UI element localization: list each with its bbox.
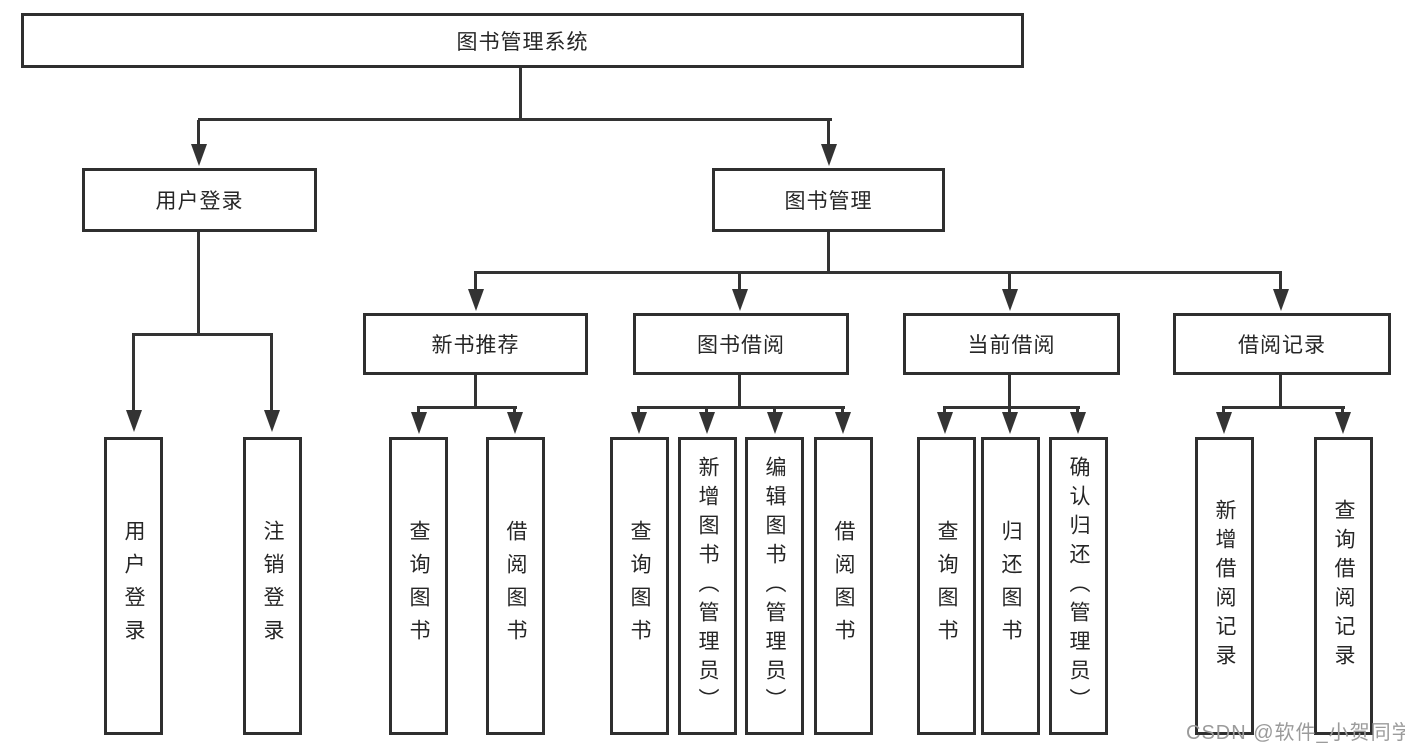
leaf-query-books-recommend-label: 查询图书	[407, 520, 430, 652]
leaf-return-book-label: 归还图书	[999, 520, 1022, 652]
connector-root-stem	[519, 67, 522, 120]
arrow-to-query-books-current	[936, 408, 953, 434]
leaf-query-books-borrowing-label: 查询图书	[628, 520, 651, 652]
node-new-book-recommend: 新书推荐	[363, 313, 588, 375]
leaf-confirm-return-admin-label: 确认归还（管理员）	[1067, 455, 1090, 717]
arrow-to-new-book-recommend	[467, 273, 484, 311]
leaf-return-book: 归还图书	[981, 437, 1040, 735]
leaf-borrow-books-recommend-label: 借阅图书	[504, 520, 527, 652]
leaf-borrow-books-recommend: 借阅图书	[486, 437, 545, 735]
leaf-query-books-current-label: 查询图书	[935, 520, 958, 652]
arrow-to-borrow-records	[1272, 273, 1289, 311]
arrow-to-edit-book-admin	[766, 408, 783, 434]
leaf-add-book-admin: 新增图书（管理员）	[678, 437, 737, 735]
connector-recommend-bus	[417, 406, 517, 409]
leaf-add-borrow-record: 新增借阅记录	[1195, 437, 1254, 735]
node-book-management-label: 图书管理	[784, 190, 873, 213]
arrow-to-current-borrowing	[1001, 273, 1018, 311]
node-book-borrowing-label: 图书借阅	[697, 334, 785, 357]
arrow-to-return-book	[1001, 408, 1018, 434]
arrow-to-borrow-books-borrowing	[834, 408, 851, 434]
arrow-to-book-management	[820, 120, 837, 166]
leaf-borrow-books-borrowing-label: 借阅图书	[832, 520, 855, 652]
leaf-logout-label: 注销登录	[261, 520, 284, 652]
connector-root-bus	[198, 118, 832, 121]
connector-user-login-bus	[132, 333, 273, 336]
leaf-edit-book-admin-label: 编辑图书（管理员）	[763, 455, 786, 717]
connector-records-stem	[1279, 374, 1282, 408]
leaf-borrow-books-borrowing: 借阅图书	[814, 437, 873, 735]
arrow-to-query-books-borrowing	[630, 408, 647, 434]
arrow-to-query-borrow-record	[1334, 408, 1351, 434]
csdn-watermark: CSDN @软件_小贺同学	[1186, 722, 1405, 744]
arrow-to-borrow-books-recommend	[506, 408, 523, 434]
node-borrow-records: 借阅记录	[1173, 313, 1391, 375]
leaf-add-borrow-record-label: 新增借阅记录	[1213, 499, 1236, 673]
connector-recommend-stem	[474, 374, 477, 408]
node-current-borrowing-label: 当前借阅	[967, 334, 1056, 357]
connector-user-login-stem	[197, 232, 200, 335]
leaf-query-books-current: 查询图书	[917, 437, 976, 735]
node-current-borrowing: 当前借阅	[903, 313, 1120, 375]
connector-borrowing-bus	[637, 406, 845, 409]
node-borrow-records-label: 借阅记录	[1238, 334, 1326, 357]
node-book-management: 图书管理	[712, 168, 945, 232]
leaf-query-books-recommend: 查询图书	[389, 437, 448, 735]
leaf-edit-book-admin: 编辑图书（管理员）	[745, 437, 804, 735]
leaf-query-borrow-record: 查询借阅记录	[1314, 437, 1373, 735]
arrow-to-add-book-admin	[698, 408, 715, 434]
leaf-query-borrow-record-label: 查询借阅记录	[1332, 499, 1355, 673]
arrow-to-add-borrow-record	[1215, 408, 1232, 434]
leaf-user-login-label: 用户登录	[122, 520, 145, 652]
arrow-to-user-login	[190, 120, 207, 166]
leaf-query-books-borrowing: 查询图书	[610, 437, 669, 735]
node-root-system: 图书管理系统	[21, 13, 1024, 68]
connector-book-mgmt-stem	[827, 232, 830, 273]
leaf-logout: 注销登录	[243, 437, 302, 735]
leaf-user-login: 用户登录	[104, 437, 163, 735]
arrow-to-leaf-logout	[263, 335, 280, 432]
leaf-add-book-admin-label: 新增图书（管理员）	[696, 455, 719, 717]
node-new-book-recommend-label: 新书推荐	[431, 334, 520, 357]
connector-current-bus	[943, 406, 1080, 409]
connector-records-bus	[1222, 406, 1345, 409]
node-user-login-label: 用户登录	[155, 190, 244, 213]
connector-book-mgmt-bus	[474, 271, 1282, 274]
arrow-to-query-books-recommend	[410, 408, 427, 434]
arrow-to-book-borrowing	[731, 273, 748, 311]
node-user-login: 用户登录	[82, 168, 317, 232]
node-root-label: 图书管理系统	[456, 30, 589, 54]
node-book-borrowing: 图书借阅	[633, 313, 849, 375]
connector-current-stem	[1008, 374, 1011, 408]
arrow-to-leaf-user-login	[125, 335, 142, 432]
arrow-to-confirm-return-admin	[1069, 408, 1086, 434]
connector-borrowing-stem	[738, 374, 741, 408]
leaf-confirm-return-admin: 确认归还（管理员）	[1049, 437, 1108, 735]
